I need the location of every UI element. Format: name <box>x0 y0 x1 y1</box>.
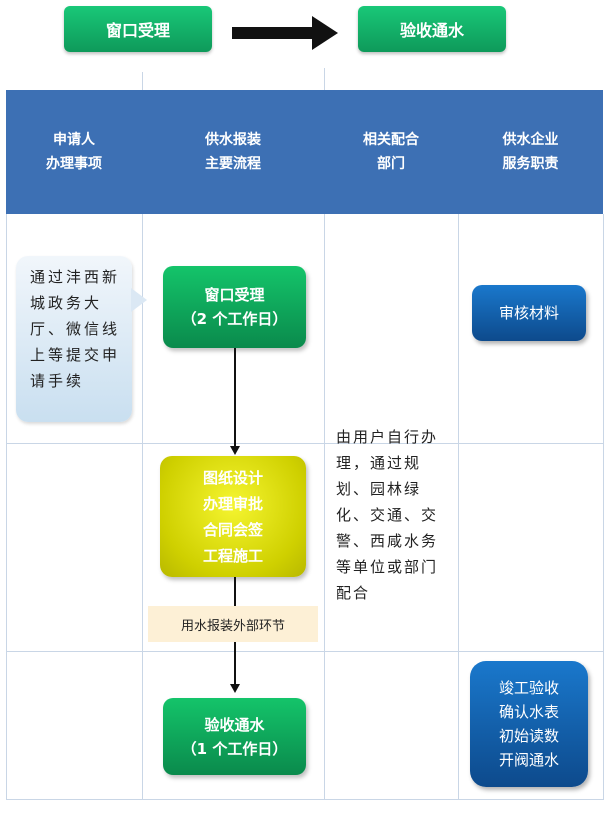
step-duration: （2 个工作日） <box>181 310 288 328</box>
service-label: 开阀通水 <box>498 751 559 769</box>
grid-line <box>6 214 7 800</box>
grid-line <box>324 214 325 800</box>
callout-pointer <box>131 288 147 312</box>
column-header-line: 服务职责 <box>502 156 559 172</box>
flow-connector <box>234 642 236 686</box>
service-label: 竣工验收 <box>498 679 559 697</box>
banner-to-pill: 验收通水 <box>358 6 506 52</box>
column-header-service: 供水企业 服务职责 <box>458 90 603 214</box>
service-label: 初始读数 <box>498 727 559 745</box>
step-duration: （1 个工作日） <box>181 739 288 758</box>
step-label: 验收通水 <box>204 715 265 734</box>
column-header-line: 供水企业 <box>502 132 559 148</box>
grid-line <box>6 443 603 444</box>
external-stage-label: 用水报装外部环节 <box>148 606 318 642</box>
arrow-down-icon <box>230 446 240 455</box>
banner-to-label: 验收通水 <box>399 21 464 40</box>
step-label: 合同会签 <box>202 520 263 539</box>
arrow-down-icon <box>230 684 240 693</box>
departments-note-text: 由用户自行办理，通过规划、园林绿化、交通、交警、西咸水务等单位或部门配合 <box>336 428 439 602</box>
banner-from-label: 窗口受理 <box>105 21 170 40</box>
banner-arrow-icon <box>232 16 338 50</box>
grid-line <box>603 214 604 800</box>
column-header-process: 供水报装 主要流程 <box>142 90 324 214</box>
grid-line <box>6 799 603 800</box>
external-stage-text: 用水报装外部环节 <box>180 618 285 634</box>
column-header-line: 主要流程 <box>205 156 261 172</box>
step-acceptance-water: 验收通水 （1 个工作日） <box>163 698 306 775</box>
column-header-line: 申请人 <box>53 132 95 148</box>
step-window-acceptance: 窗口受理 （2 个工作日） <box>163 266 306 348</box>
flow-connector <box>234 348 236 448</box>
column-header-line: 相关配合 <box>363 132 419 148</box>
header-band <box>6 90 603 214</box>
service-label: 确认水表 <box>498 703 559 721</box>
step-label: 图纸设计 <box>202 468 263 487</box>
guide-line <box>142 72 143 90</box>
service-completion-box: 竣工验收 确认水表 初始读数 开阀通水 <box>470 661 588 787</box>
step-label: 办理审批 <box>202 494 263 513</box>
column-header-line: 办理事项 <box>46 156 102 172</box>
step-label: 工程施工 <box>202 546 263 565</box>
grid-line <box>6 651 603 652</box>
service-label: 审核材料 <box>498 304 559 322</box>
step-label: 窗口受理 <box>204 286 265 304</box>
flow-connector <box>234 577 236 607</box>
applicant-note-callout: 通过沣西新城政务大厅、微信线上等提交申请手续 <box>16 256 132 422</box>
column-header-line: 供水报装 <box>205 132 261 148</box>
column-header-departments: 相关配合 部门 <box>324 90 458 214</box>
departments-note: 由用户自行办理，通过规划、园林绿化、交通、交警、西咸水务等单位或部门配合 <box>336 424 450 606</box>
column-header-applicant: 申请人 办理事项 <box>6 90 142 214</box>
step-design-approval: 图纸设计 办理审批 合同会签 工程施工 <box>160 456 306 577</box>
grid-line <box>458 214 459 800</box>
banner-from-pill: 窗口受理 <box>64 6 212 52</box>
column-header-line: 部门 <box>377 156 405 172</box>
grid-line <box>142 214 143 800</box>
applicant-note-text: 通过沣西新城政务大厅、微信线上等提交申请手续 <box>30 268 121 390</box>
service-review-box: 审核材料 <box>472 285 586 341</box>
guide-line <box>324 68 325 90</box>
